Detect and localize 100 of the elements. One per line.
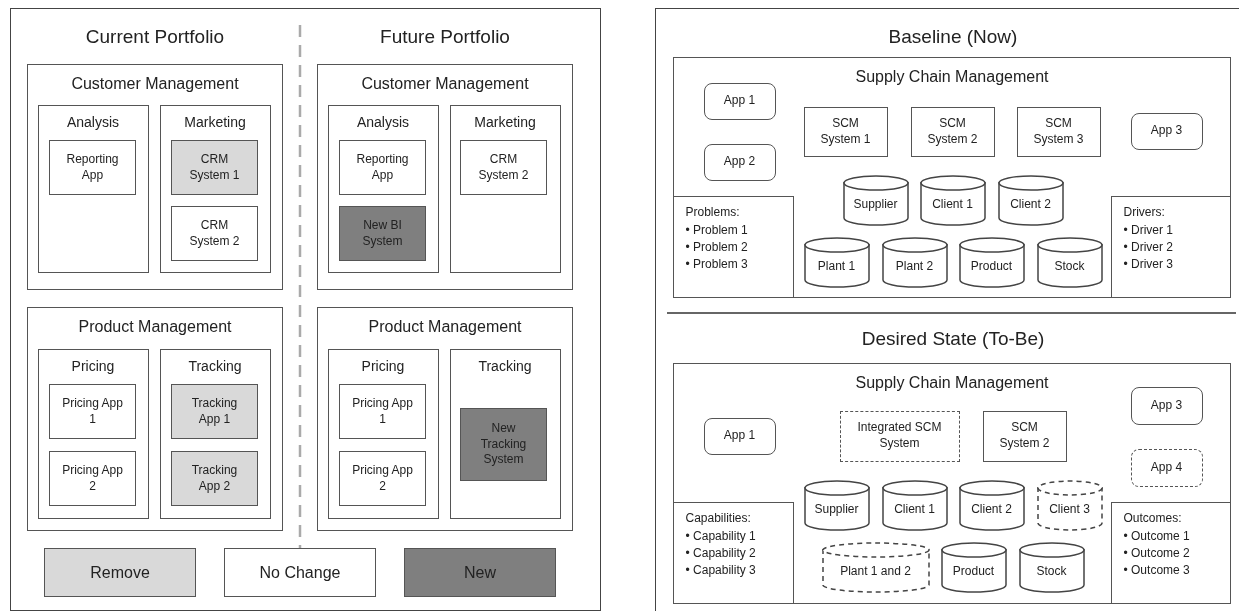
system-box <box>171 451 258 506</box>
group-box <box>37 104 149 273</box>
bullet-item: • Outcome 2 <box>1123 545 1191 560</box>
system-box <box>339 140 426 195</box>
system-box <box>910 106 995 157</box>
group-title: Marketing <box>183 113 247 130</box>
group-title: Marketing <box>473 113 537 130</box>
app-box <box>703 143 776 181</box>
system-box <box>460 140 547 195</box>
group-title: Pricing <box>360 357 406 374</box>
node-label: Plant 1 and 2 <box>840 564 911 578</box>
group-title: Pricing <box>70 357 116 374</box>
database-cylinder <box>842 174 909 226</box>
database-cylinder <box>1036 236 1103 288</box>
node-label: App 1 <box>723 428 756 444</box>
group-title: Supply Chain Management <box>854 68 1050 86</box>
database-cylinder <box>821 541 930 593</box>
database-cylinder <box>1036 479 1103 531</box>
node-label: App 2 <box>723 154 756 170</box>
system-box <box>839 410 960 462</box>
app-box <box>1130 448 1203 487</box>
group-box <box>317 307 573 531</box>
database-cylinder <box>919 174 986 226</box>
section-heading: Current Portfolio <box>85 26 225 48</box>
group-title: Analysis <box>355 113 411 130</box>
group-box <box>327 104 439 273</box>
node-label: Product <box>970 259 1013 273</box>
node-label: Integrated SCM System <box>856 420 943 452</box>
group-box <box>317 64 573 290</box>
group-box <box>37 348 149 519</box>
database-cylinder <box>803 479 870 531</box>
node-label: Client 1 <box>894 502 935 516</box>
node-label: Pricing App 2 <box>352 462 413 495</box>
bullet-item: • Capability 1 <box>685 528 757 543</box>
note-heading: Capabilities: <box>685 510 752 525</box>
app-box <box>703 82 776 120</box>
group-title: Analysis <box>65 113 121 130</box>
node-label: Tracking App 2 <box>190 462 239 495</box>
node-label: Client 1 <box>932 197 973 211</box>
node-label: Stock <box>1036 564 1067 578</box>
database-cylinder <box>881 236 948 288</box>
node-label: App 1 <box>723 93 756 109</box>
group-box <box>449 348 561 519</box>
node-label: CRM System 2 <box>477 151 530 184</box>
group-box <box>449 104 561 273</box>
node-label: Reporting App <box>355 151 410 184</box>
node-label: CRM System 1 <box>188 151 241 184</box>
node-label: Supplier <box>853 197 898 211</box>
database-cylinder <box>881 479 948 531</box>
system-box <box>171 140 258 195</box>
app-box <box>1130 386 1203 425</box>
group-title: Product Management <box>77 318 233 336</box>
bullet-item: • Driver 3 <box>1123 256 1175 271</box>
bullet-item: • Capability 3 <box>685 562 757 577</box>
section-heading: Desired State (To-Be) <box>861 328 1045 350</box>
app-box <box>1130 112 1203 150</box>
node-label: SCM System 2 <box>998 420 1051 452</box>
group-box <box>159 348 271 519</box>
bullet-item: • Driver 2 <box>1123 239 1175 254</box>
bullet-item: • Problem 2 <box>685 239 749 254</box>
node-label: Client 2 <box>1010 197 1051 211</box>
system-box <box>460 408 547 481</box>
system-box <box>49 384 136 439</box>
node-label: New BI System <box>361 217 404 250</box>
group-title: Tracking <box>187 357 243 374</box>
system-box <box>339 384 426 439</box>
group-box <box>673 363 1231 604</box>
group-box <box>27 64 283 290</box>
note-heading: Problems: <box>685 204 741 219</box>
node-label: Product <box>952 564 995 578</box>
system-box <box>803 106 888 157</box>
note-panel <box>672 195 794 298</box>
node-label: App 4 <box>1150 459 1183 476</box>
system-box <box>171 384 258 439</box>
group-title: Customer Management <box>70 75 240 93</box>
system-box <box>171 206 258 261</box>
node-label: Stock <box>1054 259 1085 273</box>
node-label: SCM System 1 <box>819 115 872 148</box>
bullet-item: • Driver 1 <box>1123 222 1175 237</box>
group-box <box>27 307 283 531</box>
node-label: Pricing App 2 <box>62 462 123 495</box>
system-box <box>49 140 136 195</box>
database-cylinder <box>958 479 1025 531</box>
group-title: Customer Management <box>360 75 530 93</box>
legend-label: Remove <box>90 563 150 582</box>
note-panel <box>1110 195 1231 298</box>
system-box <box>339 206 426 261</box>
note-heading: Drivers: <box>1123 204 1166 219</box>
node-label: Supplier <box>814 502 859 516</box>
node-label: Pricing App 1 <box>352 395 413 428</box>
group-box <box>159 104 271 273</box>
note-heading: Outcomes: <box>1123 510 1183 525</box>
node-label: Plant 2 <box>895 259 934 273</box>
group-box <box>673 57 1231 298</box>
node-label: Client 3 <box>1049 502 1090 516</box>
node-label: Plant 1 <box>817 259 856 273</box>
group-title: Product Management <box>367 318 523 336</box>
node-label: New Tracking System <box>479 421 528 468</box>
bullet-item: • Problem 3 <box>685 256 749 271</box>
node-label: App 3 <box>1150 123 1183 139</box>
